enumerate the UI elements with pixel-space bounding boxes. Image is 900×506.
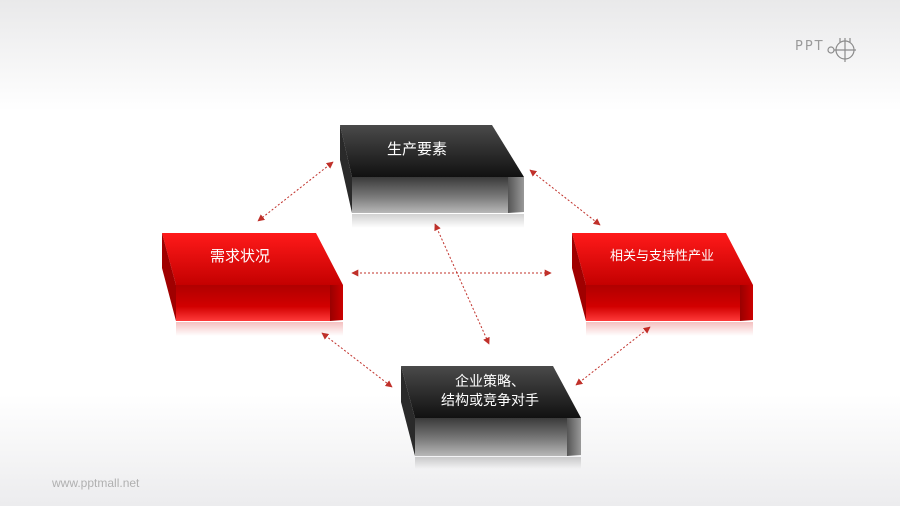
node-top-label: 生产要素 xyxy=(386,140,447,158)
node-bottom-label-line2: 结构或竞争对手 xyxy=(441,392,539,409)
node-right-block xyxy=(572,233,753,336)
node-bottom-block xyxy=(401,366,581,469)
brand-text: PPT xyxy=(795,39,825,54)
connectors xyxy=(257,161,651,388)
arrow-left-bottom xyxy=(321,332,393,388)
watermark: www.pptmall.net xyxy=(52,476,140,490)
node-top-block xyxy=(340,125,524,228)
node-bottom-label: 企业策略、 结构或竞争对手 xyxy=(402,373,578,411)
node-right-label: 相关与支持性产业 xyxy=(609,249,714,264)
node-bottom-label-line1: 企业策略、 xyxy=(455,374,525,390)
arrow-top-right xyxy=(529,169,601,226)
node-left-label: 需求状况 xyxy=(209,247,270,265)
node-left-block xyxy=(162,233,343,336)
arrow-top-bottom xyxy=(434,223,490,345)
arrow-top-left xyxy=(257,161,334,222)
ppt-logo-icon xyxy=(827,38,856,62)
